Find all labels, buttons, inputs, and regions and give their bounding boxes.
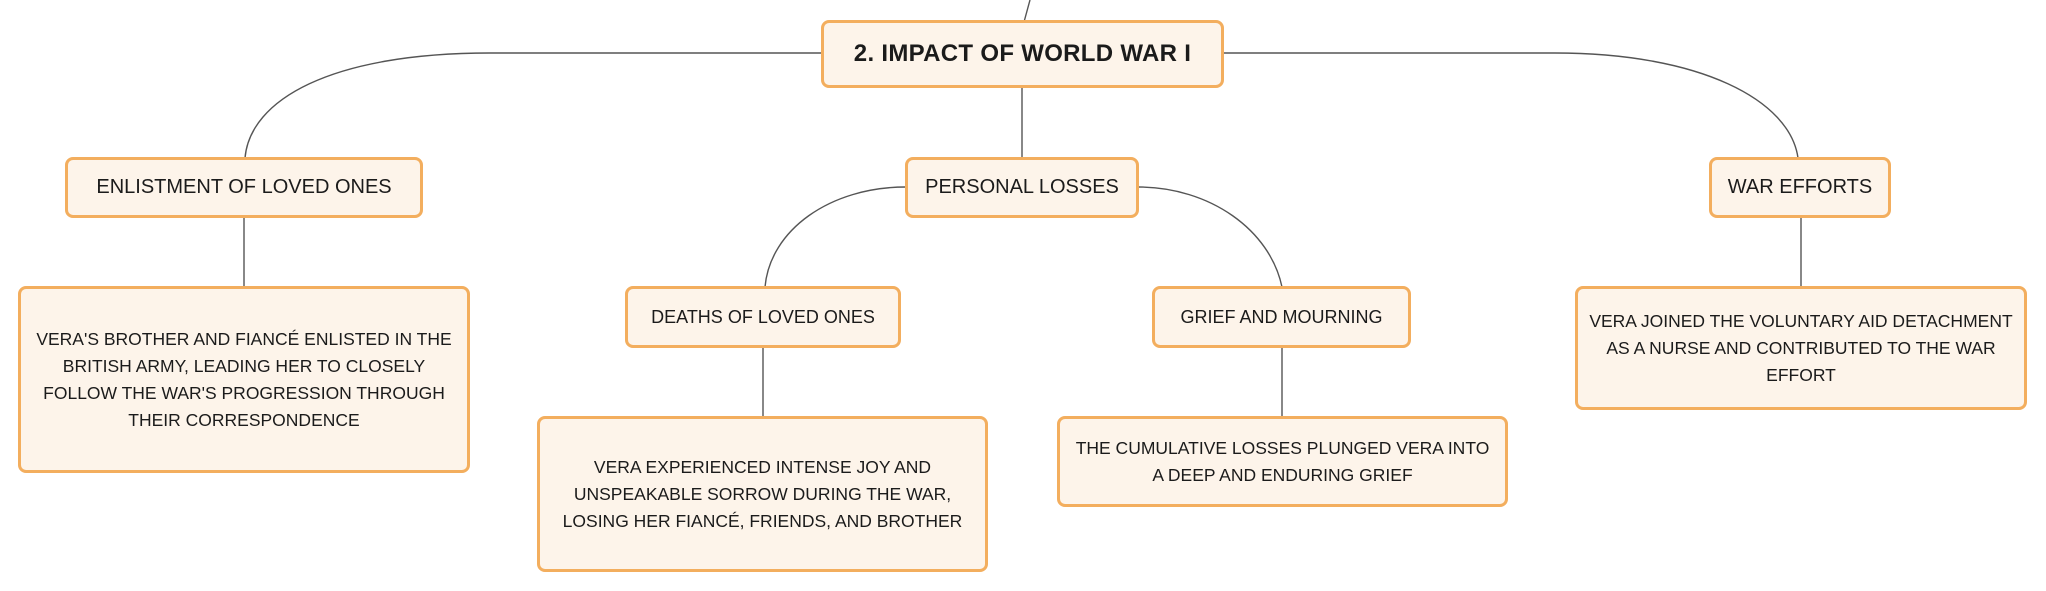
detail-grief-and-mourning[interactable]: THE CUMULATIVE LOSSES PLUNGED VERA INTO … — [1057, 416, 1508, 507]
node-label: GRIEF AND MOURNING — [1180, 306, 1383, 327]
node-deaths-of-loved-ones[interactable]: DEATHS OF LOVED ONES — [625, 286, 901, 348]
root-node-label: 2. IMPACT OF WORLD WAR I — [853, 40, 1192, 67]
detail-text: VERA JOINED THE VOLUNTARY AID DETACHMENT… — [1589, 310, 2013, 385]
connector-parent-root — [1023, 0, 1031, 23]
node-label: ENLISTMENT OF LOVED ONES — [96, 176, 392, 198]
detail-text: THE CUMULATIVE LOSSES PLUNGED VERA INTO … — [1075, 437, 1490, 485]
connector-root-enlistment — [244, 52, 822, 159]
node-war-efforts[interactable]: WAR EFFORTS — [1709, 157, 1891, 218]
connector-losses-grief — [1137, 186, 1283, 288]
detail-deaths-of-loved-ones[interactable]: VERA EXPERIENCED INTENSE JOY AND UNSPEAK… — [537, 416, 988, 572]
root-node[interactable]: 2. IMPACT OF WORLD WAR I — [821, 20, 1224, 88]
detail-text: VERA EXPERIENCED INTENSE JOY AND UNSPEAK… — [562, 456, 963, 531]
node-label: PERSONAL LOSSES — [925, 176, 1119, 198]
node-enlistment-of-loved-ones[interactable]: ENLISTMENT OF LOVED ONES — [65, 157, 423, 218]
node-personal-losses[interactable]: PERSONAL LOSSES — [905, 157, 1139, 218]
detail-text: VERA'S BROTHER AND FIANCÉ ENLISTED IN TH… — [36, 328, 452, 430]
detail-enlistment[interactable]: VERA'S BROTHER AND FIANCÉ ENLISTED IN TH… — [18, 286, 470, 473]
connector-losses-deaths — [764, 186, 907, 288]
node-label: DEATHS OF LOVED ONES — [651, 306, 875, 327]
connector-root-war-efforts — [1224, 52, 1799, 159]
detail-war-efforts[interactable]: VERA JOINED THE VOLUNTARY AID DETACHMENT… — [1575, 286, 2027, 410]
node-label: WAR EFFORTS — [1727, 176, 1873, 198]
node-grief-and-mourning[interactable]: GRIEF AND MOURNING — [1152, 286, 1411, 348]
